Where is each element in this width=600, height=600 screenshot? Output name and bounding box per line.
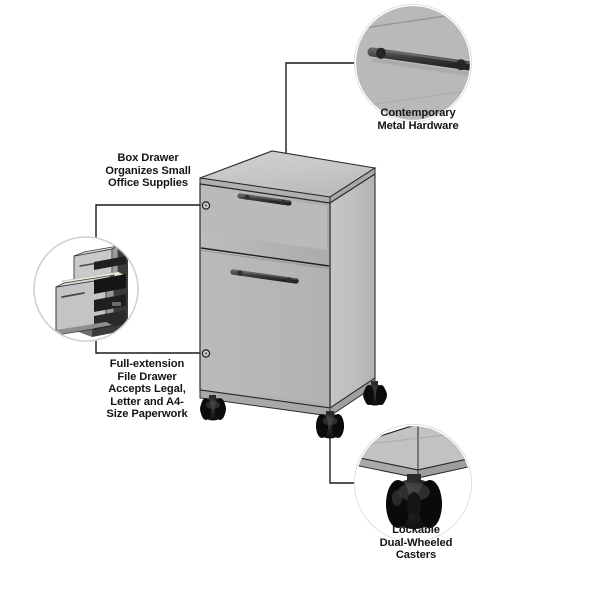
leader-line-file-drawer xyxy=(95,338,203,354)
box-drawer-handle xyxy=(237,193,292,206)
caster-back-right xyxy=(363,381,387,406)
leader-line-box-drawer xyxy=(95,204,203,240)
callout-circle-casters xyxy=(353,423,473,543)
leader-lines xyxy=(95,62,355,484)
leader-line-casters xyxy=(329,424,355,484)
callout-label-box-drawer: Box Drawer Organizes Small Office Suppli… xyxy=(105,152,191,190)
callout-label-hardware: Contemporary Metal Hardware xyxy=(377,107,459,132)
cabinet-side-panel xyxy=(329,172,376,410)
caster-front-left xyxy=(200,395,226,421)
box-drawer-front xyxy=(203,188,327,250)
drawer-divider xyxy=(200,247,330,267)
cabinet-lock-lower xyxy=(201,349,211,358)
file-drawer-handle xyxy=(230,269,299,284)
drawer-divider-shadow xyxy=(200,249,330,270)
callout-circle-drawers xyxy=(33,236,139,342)
callout-label-casters: Lockable Dual-Wheeled Casters xyxy=(379,524,453,562)
callout-label-file-drawer: Full-extension File Drawer Accepts Legal… xyxy=(106,358,188,421)
leader-line-hardware xyxy=(285,62,355,197)
callout-circle-hardware xyxy=(353,3,473,123)
file-cabinet xyxy=(199,150,387,439)
file-drawer-front xyxy=(202,252,329,404)
caster-front-right xyxy=(316,411,344,439)
cabinet-lock-upper xyxy=(201,201,211,210)
